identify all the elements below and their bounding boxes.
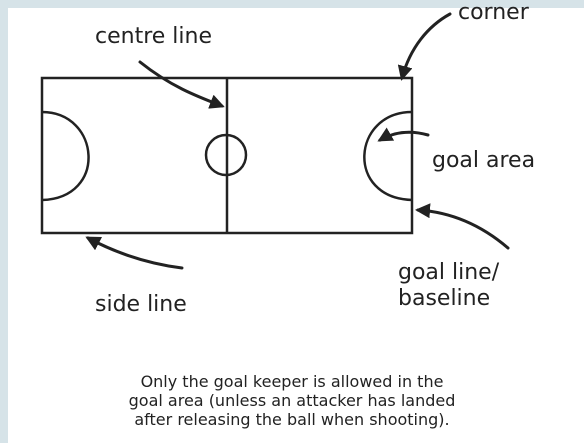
left-goal-area [41,110,90,202]
label-goal-area: goal area [432,148,536,173]
corner-arrow [397,12,452,81]
note-line-2: goal area (unless an attacker has landed [128,391,456,410]
centre-circle [204,133,248,177]
side-line-arrow [85,236,184,270]
note-line-3: after releasing the ball when shooting). [134,410,450,429]
diagram-panel [8,8,584,443]
centre-line-arrow [138,60,225,109]
label-corner: corner [458,0,529,25]
label-side-line: side line [95,292,187,317]
label-centre-line: centre line [95,24,212,49]
note-line-1: Only the goal keeper is allowed in the [140,372,444,391]
goal-line-arrow [415,203,510,250]
right-goal-area [363,110,413,202]
label-baseline: baseline [398,286,491,311]
label-goal-line: goal line/ [398,260,500,285]
goal-area-arrow [377,127,430,142]
